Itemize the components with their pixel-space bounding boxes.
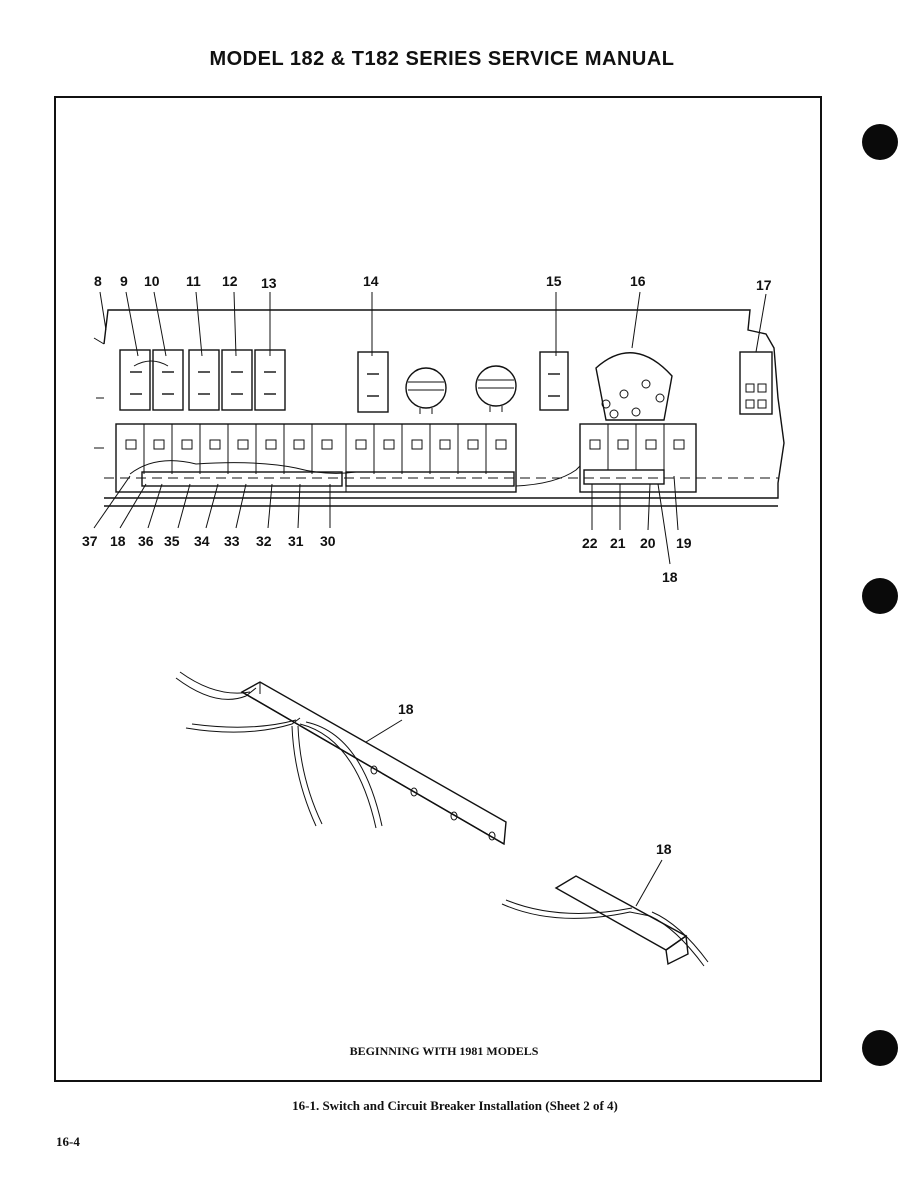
callout-18a: 18: [110, 533, 126, 549]
figure-caption: 16-1. Switch and Circuit Breaker Install…: [292, 1098, 618, 1113]
bus-bar-detail-large: [175, 671, 507, 846]
callout-31: 31: [288, 533, 304, 549]
page-number: 16-4: [56, 1134, 80, 1149]
callout-11: 11: [186, 273, 201, 289]
callout-34: 34: [194, 533, 210, 549]
bus-bar-18-left: [141, 471, 515, 487]
callout-22: 22: [582, 535, 598, 551]
callout-18b: 18: [662, 569, 678, 585]
page-title: MODEL 182 & T182 SERIES SERVICE MANUAL: [209, 48, 675, 70]
callout-21: 21: [610, 535, 626, 551]
callout-13: 13: [261, 275, 277, 291]
callout-36: 36: [138, 533, 154, 549]
rocker-switches: [119, 349, 286, 411]
switch-13: [254, 349, 286, 411]
callout-12: 12: [222, 273, 238, 289]
item-17: [739, 351, 773, 415]
binder-hole-middle: [862, 578, 898, 614]
callout-33: 33: [224, 533, 240, 549]
circuit-breaker-row: [115, 423, 697, 493]
callout-37: 37: [82, 533, 98, 549]
callout-10: 10: [144, 273, 160, 289]
callout-15: 15: [546, 273, 562, 289]
breaker-cells: [143, 424, 487, 492]
callout-14: 14: [363, 273, 379, 289]
callout-8: 8: [94, 273, 102, 289]
rotary-knob-left: [405, 367, 447, 414]
callout-32: 32: [256, 533, 272, 549]
figure-frame: 8 9 10 11 12 13 14 15 16 17 37 18 36 35 …: [54, 96, 822, 1082]
switch-panel: [93, 309, 785, 507]
callout-18-detail-large: 18: [398, 701, 414, 717]
binder-hole-top: [862, 124, 898, 160]
callout-17: 17: [756, 277, 772, 293]
switch-12: [221, 349, 253, 411]
rotary-knob-right: [475, 365, 517, 412]
callout-9: 9: [120, 273, 128, 289]
switch-10: [152, 349, 184, 411]
callout-35: 35: [164, 533, 180, 549]
callout-18-detail-small: 18: [656, 841, 672, 857]
leader-lines: [93, 291, 767, 565]
switch-9: [119, 349, 151, 411]
callout-16: 16: [630, 273, 646, 289]
switch-14: [357, 351, 389, 413]
switch-15: [539, 351, 569, 411]
callout-19: 19: [676, 535, 692, 551]
bus-bar-detail-small: [501, 859, 709, 967]
callout-20: 20: [640, 535, 656, 551]
callout-30: 30: [320, 533, 336, 549]
binder-hole-bottom: [862, 1030, 898, 1066]
rotary-switch-16: [595, 352, 673, 421]
switch-11: [188, 349, 220, 411]
installation-diagram: 8 9 10 11 12 13 14 15 16 17 37 18 36 35 …: [82, 273, 785, 1058]
bus-bar-18-right: [583, 469, 665, 485]
figure-note: BEGINNING WITH 1981 MODELS: [350, 1044, 539, 1058]
